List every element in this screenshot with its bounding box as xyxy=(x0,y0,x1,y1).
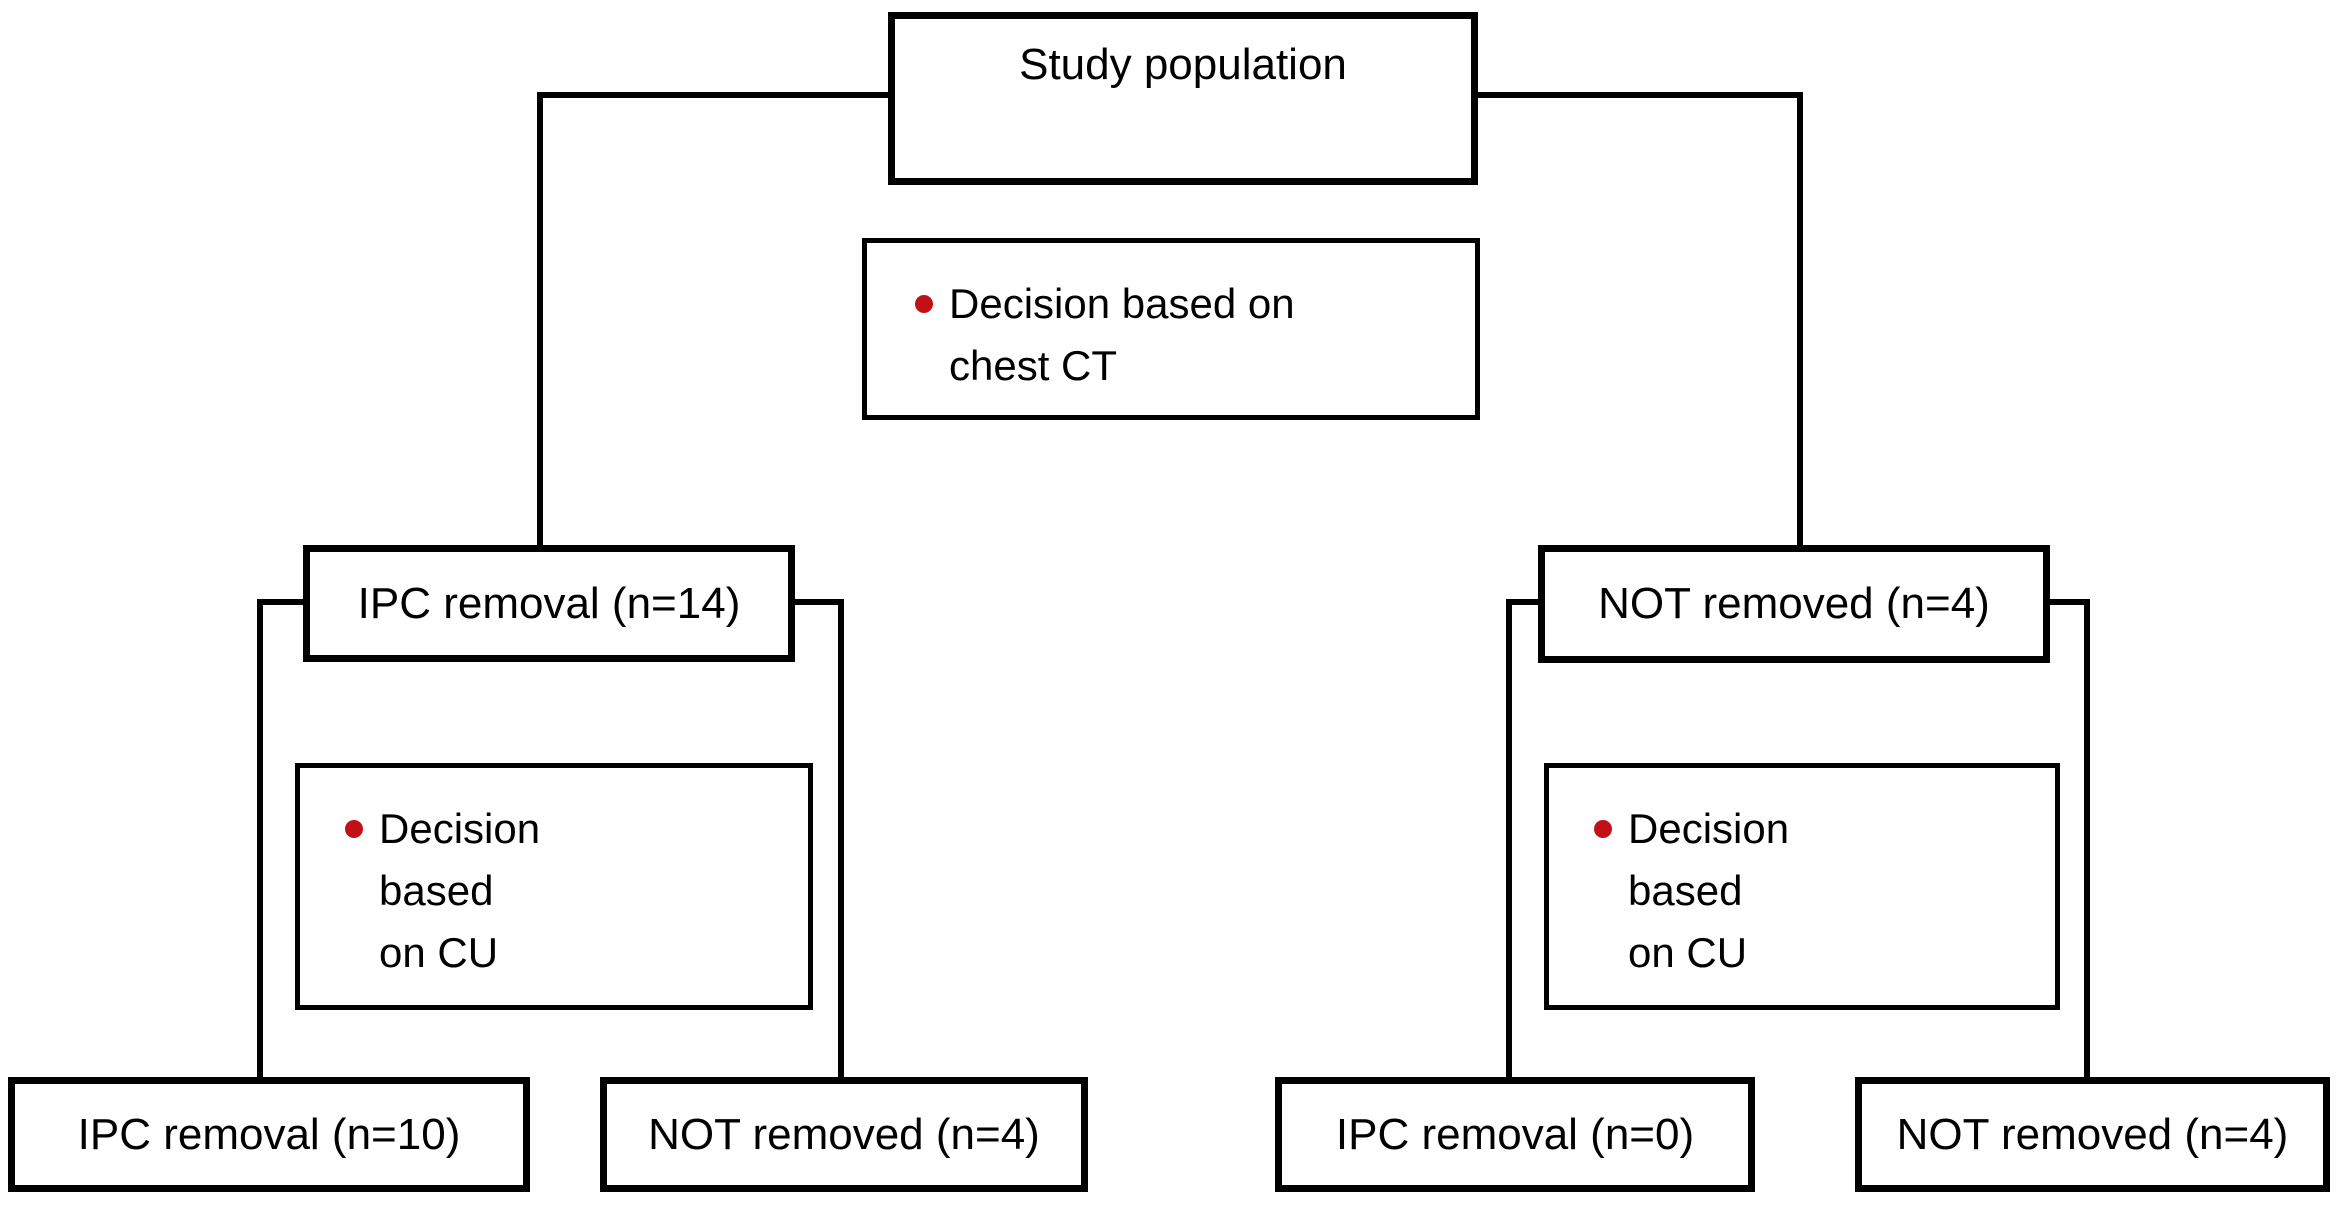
connector-right-branch-right-drop xyxy=(2084,599,2090,1077)
note-decision-chest-ct: Decision based on chest CT xyxy=(862,238,1480,420)
node-ipc-removal-n14-label: IPC removal (n=14) xyxy=(357,578,741,628)
connector-right-branch-left-stub xyxy=(1506,599,1538,605)
connector-root-right-vertical xyxy=(1797,92,1803,545)
note-decision-cu-right: Decision based on CU xyxy=(1544,763,2060,1010)
connector-left-branch-right-stub xyxy=(795,599,844,605)
note-decision-cu-left: Decision based on CU xyxy=(295,763,813,1010)
node-not-removed-n4-label: NOT removed (n=4) xyxy=(1598,579,1990,628)
node-leaf-ipc-removal-n0-label: IPC removal (n=0) xyxy=(1335,1109,1695,1159)
connector-right-branch-left-drop xyxy=(1506,599,1512,1077)
node-leaf-not-removed-n4-left: NOT removed (n=4) xyxy=(600,1077,1088,1192)
bullet-icon xyxy=(1594,820,1612,838)
node-ipc-removal-n14: IPC removal (n=14) xyxy=(303,545,795,662)
bullet-icon xyxy=(915,295,933,313)
node-leaf-ipc-removal-n10: IPC removal (n=10) xyxy=(8,1077,530,1192)
note-line: Decision xyxy=(379,805,541,852)
connector-left-branch-right-drop xyxy=(838,599,844,1077)
connector-left-branch-left-drop xyxy=(257,599,263,1077)
node-leaf-not-removed-n4-right-label: NOT removed (n=4) xyxy=(1896,1109,2289,1159)
note-decision-chest-ct-text: Decision based on chest CT xyxy=(949,273,1295,397)
bullet-icon xyxy=(345,820,363,838)
node-leaf-ipc-removal-n10-label: IPC removal (n=10) xyxy=(77,1109,461,1159)
node-leaf-not-removed-n4-left-label: NOT removed (n=4) xyxy=(648,1109,1040,1159)
note-line: Decision xyxy=(1628,805,1790,852)
connector-right-branch-right-stub xyxy=(2050,599,2090,605)
node-leaf-ipc-removal-n0: IPC removal (n=0) xyxy=(1275,1077,1755,1192)
note-line: Decision based on xyxy=(949,280,1295,327)
note-line: on CU xyxy=(1628,929,1748,976)
connector-root-right-horizontal xyxy=(1478,92,1803,98)
node-study-population-label: Study population xyxy=(1019,40,1347,89)
node-leaf-not-removed-n4-right: NOT removed (n=4) xyxy=(1855,1077,2330,1192)
node-not-removed-n4: NOT removed (n=4) xyxy=(1538,545,2050,663)
note-decision-cu-left-text: Decision based on CU xyxy=(379,798,540,984)
connector-root-left-vertical xyxy=(537,92,543,545)
connector-root-left-horizontal xyxy=(537,92,888,98)
note-line: chest CT xyxy=(949,342,1118,389)
node-study-population: Study population xyxy=(888,12,1478,185)
note-line: based xyxy=(1628,867,1743,914)
note-line: based xyxy=(379,867,494,914)
note-line: on CU xyxy=(379,929,499,976)
note-decision-cu-right-text: Decision based on CU xyxy=(1628,798,1789,984)
connector-left-branch-left-stub xyxy=(257,599,303,605)
